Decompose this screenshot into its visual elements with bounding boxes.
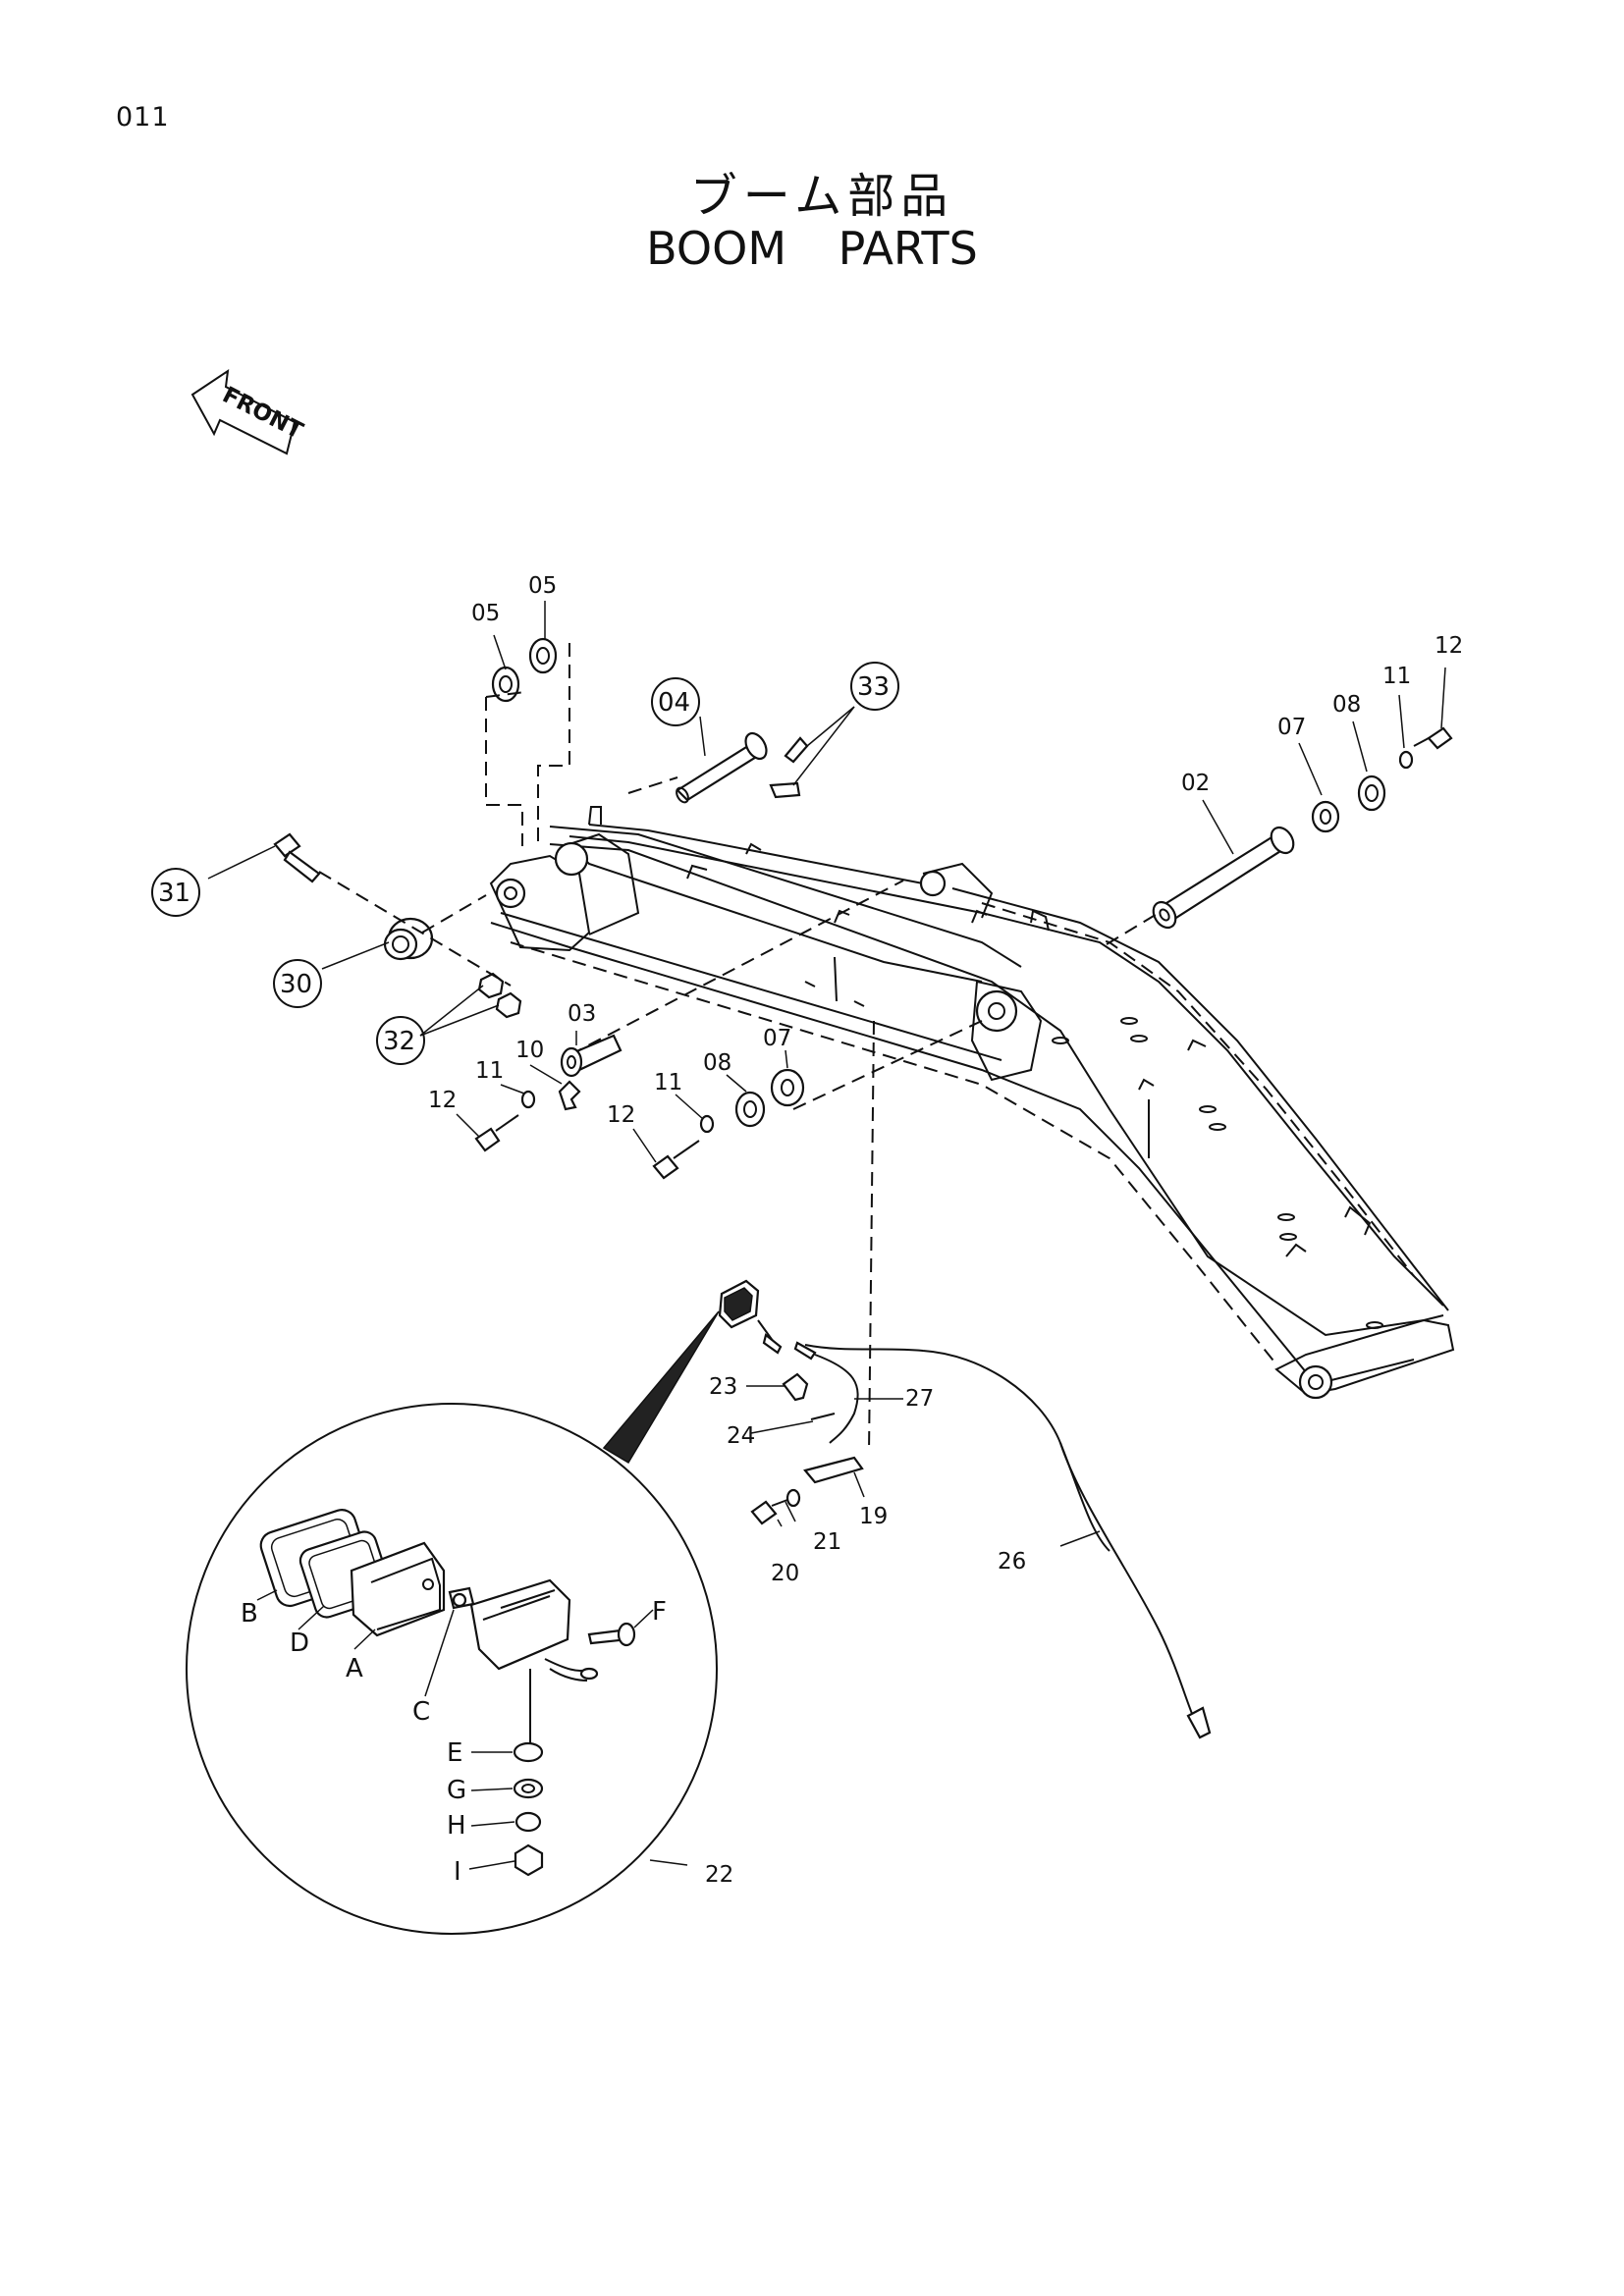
nut-i (514, 1843, 544, 1877)
fitting-33a (784, 736, 809, 764)
callout-03: 03 (568, 1001, 596, 1027)
front-arrow-icon: FRONT (190, 368, 307, 455)
lock-plate-10 (558, 1080, 581, 1111)
band-24 (810, 1413, 836, 1420)
callout-27: 27 (905, 1386, 934, 1412)
screw-f (587, 1622, 636, 1647)
callout-07-lower: 07 (763, 1026, 791, 1051)
page-title-english: BOOM PARTS (646, 222, 978, 275)
callout-11-lower: 11 (654, 1070, 682, 1095)
bracket-19 (803, 1456, 864, 1484)
callout-23: 23 (709, 1374, 737, 1400)
washer-21 (785, 1488, 801, 1508)
callout-d: D (290, 1629, 309, 1658)
leader-lines (207, 601, 1446, 1870)
callout-22: 22 (705, 1862, 733, 1888)
callout-11-upper: 11 (1382, 664, 1411, 689)
clip-23 (782, 1372, 809, 1402)
lamp-bulb-c (448, 1586, 475, 1610)
callout-11-left: 11 (475, 1058, 504, 1084)
work-lamp (718, 1279, 760, 1329)
pin-02 (1152, 826, 1295, 930)
callout-07-upper: 07 (1277, 715, 1306, 740)
detail-pointer (602, 1310, 720, 1465)
callout-12-upper: 12 (1435, 633, 1463, 659)
page-title-japanese: ブーム部品 (689, 169, 954, 224)
callout-g: G (447, 1776, 466, 1805)
detail-circle (186, 1403, 718, 1935)
callout-26: 26 (998, 1549, 1026, 1575)
bolt-12-lower-left (474, 1114, 519, 1152)
callout-08-upper: 08 (1332, 692, 1361, 718)
washer-07-upper (1311, 800, 1340, 833)
callout-32: 32 (383, 1027, 415, 1056)
pin-03 (560, 1034, 623, 1078)
washer-g (513, 1778, 544, 1799)
plate-08-upper (1357, 774, 1386, 812)
circled-callouts (151, 662, 899, 1065)
callout-05-left: 05 (471, 601, 500, 626)
callout-04: 04 (658, 688, 690, 718)
callout-24: 24 (727, 1423, 755, 1449)
lockwasher-11-lower (699, 1114, 715, 1134)
callout-a: A (346, 1654, 363, 1683)
callout-33: 33 (857, 672, 890, 702)
plate-08-lower (734, 1091, 766, 1128)
callout-08-lower: 08 (703, 1050, 731, 1076)
callout-30: 30 (280, 970, 312, 999)
bolt-20 (750, 1499, 788, 1525)
bolt-31 (273, 832, 321, 883)
page-number: 011 (116, 102, 170, 133)
lamp-body (469, 1578, 599, 1682)
lamp-housing-a (350, 1541, 446, 1637)
callout-12-left: 12 (428, 1088, 457, 1113)
callout-31: 31 (158, 879, 190, 908)
shim-05-right (528, 637, 558, 674)
callout-20: 20 (771, 1561, 799, 1586)
washer-07-lower (770, 1068, 805, 1107)
callout-10: 10 (515, 1038, 544, 1063)
fitting-33b (769, 781, 801, 799)
nut-32b (495, 991, 522, 1019)
callout-05-right: 05 (528, 573, 557, 599)
callout-12-lower: 12 (607, 1102, 635, 1128)
callout-e: E (447, 1738, 462, 1768)
callout-02: 02 (1181, 771, 1210, 796)
callout-i: I (454, 1857, 461, 1887)
lockwasher-11-lower-left (520, 1090, 536, 1109)
bolt-12-lower (652, 1140, 700, 1180)
washer-e (513, 1741, 544, 1763)
boom-body (489, 806, 1455, 1400)
lockwasher-h (514, 1811, 542, 1833)
callout-19: 19 (859, 1504, 888, 1529)
callout-21: 21 (813, 1529, 841, 1555)
lockwasher-11-upper (1398, 750, 1414, 770)
callout-h: H (447, 1811, 466, 1841)
front-label: FRONT (218, 382, 306, 444)
callout-c: C (412, 1697, 430, 1727)
bolt-12-upper (1413, 726, 1453, 750)
callout-b: B (241, 1599, 258, 1629)
callout-f: F (652, 1597, 667, 1627)
bushing-30 (383, 917, 434, 961)
pin-04 (676, 731, 768, 804)
